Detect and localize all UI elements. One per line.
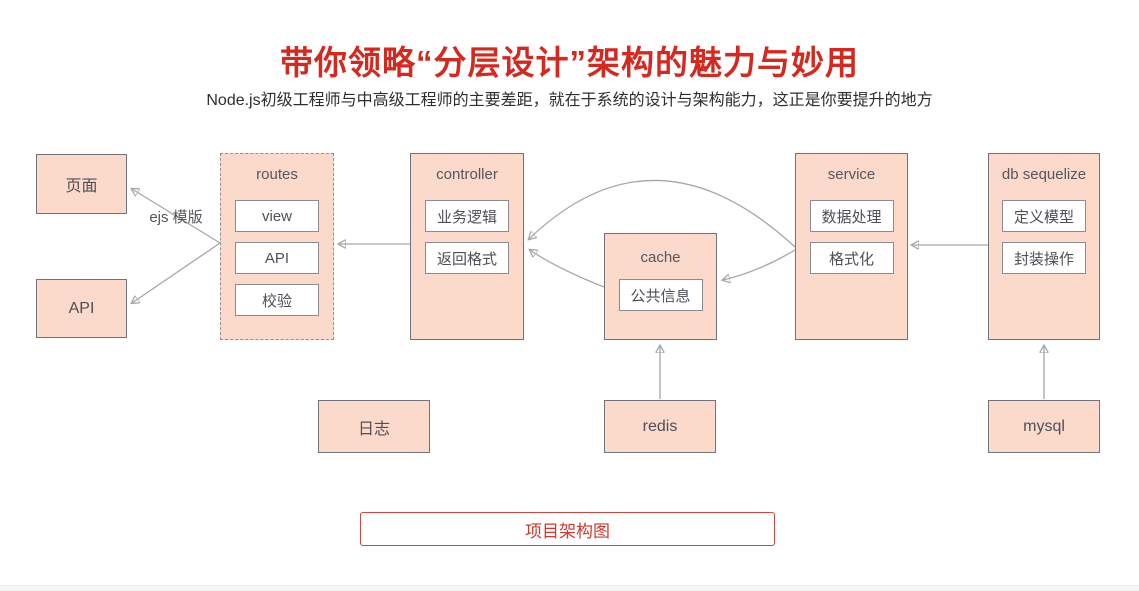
node-routes-item-api: API (235, 242, 319, 274)
node-service-item-data: 数据处理 (809, 200, 894, 232)
edge-routes-to-api-arrow (132, 242, 221, 303)
page-title: 带你领略“分层设计”架构的魅力与妙用 (280, 44, 859, 81)
node-routes-title: routes (256, 166, 298, 183)
node-mysql-label: mysql (1023, 417, 1065, 435)
node-redis: redis (604, 400, 716, 453)
node-routes-item-validate: 校验 (235, 284, 319, 316)
ejs-template-edge-label: ejs 模版 (149, 209, 203, 226)
node-page-label: 页面 (65, 178, 98, 195)
node-service: service 数据处理 格式化 (795, 153, 908, 340)
node-cache-item-common: 公共信息 (618, 279, 703, 311)
node-page: 页面 (36, 154, 127, 214)
node-service-item-format: 格式化 (809, 242, 894, 274)
node-controller-item-format: 返回格式 (425, 242, 509, 274)
node-controller-item-logic: 业务逻辑 (425, 200, 509, 232)
node-redis-label: redis (642, 417, 678, 435)
page-subtitle: Node.js初级工程师与中高级工程师的主要差距，就在于系统的设计与架构能力，这… (206, 92, 933, 109)
node-cache: cache 公共信息 (604, 233, 717, 340)
node-log: 日志 (318, 400, 430, 453)
node-api-label: API (68, 299, 95, 317)
node-cache-title: cache (640, 249, 681, 266)
project-architecture-button-label: 项目架构图 (525, 521, 610, 541)
edge-cache-to-controller-arrow (530, 250, 605, 288)
project-architecture-button[interactable]: 项目架构图 (360, 512, 775, 546)
node-log-label: 日志 (357, 420, 390, 438)
node-service-title: service (827, 166, 876, 183)
node-mysql: mysql (988, 400, 1100, 453)
node-db-item-model: 定义模型 (1002, 200, 1086, 232)
node-api: API (36, 279, 127, 338)
node-db-sequelize-title: db sequelize (1001, 166, 1087, 183)
edge-service-to-cache-arrow (723, 249, 796, 280)
node-controller: controller 业务逻辑 返回格式 (410, 153, 524, 340)
node-db-sequelize: db sequelize 定义模型 封装操作 (988, 153, 1100, 340)
node-db-item-wrap: 封装操作 (1002, 242, 1086, 274)
node-routes-item-view: view (235, 200, 319, 232)
node-controller-title: controller (436, 166, 498, 183)
bottom-divider-bar (0, 585, 1139, 591)
node-routes: routes view API 校验 (220, 153, 334, 340)
